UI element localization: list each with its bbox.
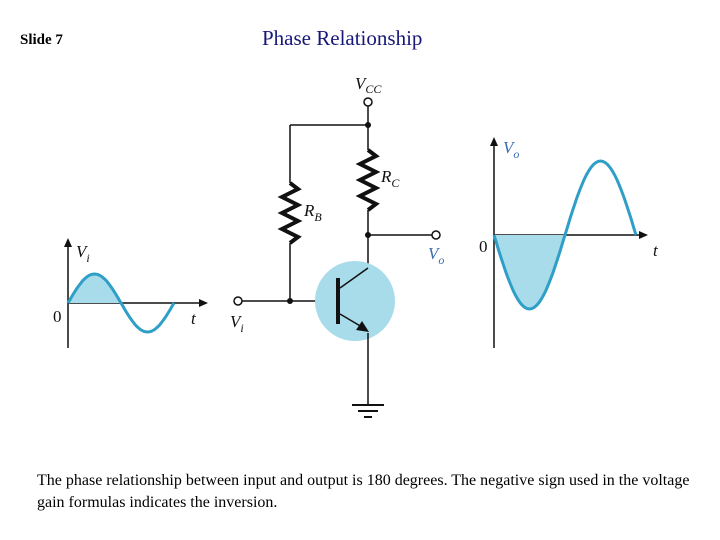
vcc-terminal (363, 97, 373, 107)
output-y-axis-arrow (490, 137, 498, 146)
output-t-label: t (653, 241, 659, 260)
output-y-label: Vo (503, 138, 519, 161)
input-t-label: t (191, 309, 197, 328)
slide-title: Phase Relationship (262, 26, 423, 50)
transistor-collector-leg (339, 267, 369, 289)
vo-terminal (431, 230, 441, 240)
output-waveform-plot: Vo 0 t (479, 137, 659, 348)
input-sine-wave (66, 272, 176, 334)
rc-label: RC (380, 167, 400, 190)
input-waveform-plot: Vi 0 t (53, 238, 208, 348)
output-origin-label: 0 (479, 237, 488, 256)
vi-terminal (233, 296, 243, 306)
rc-resistor (355, 148, 381, 212)
vcc-label: VCC (355, 74, 382, 96)
vi-terminal-label: Vi (230, 312, 244, 335)
input-t-axis-arrow (199, 299, 208, 307)
slide-number: Slide 7 (20, 32, 63, 48)
transistor-body (315, 261, 395, 341)
vo-terminal-label: Vo (428, 244, 444, 267)
ce-amplifier-circuit (233, 97, 441, 418)
input-wave-positive-fill (68, 274, 121, 303)
output-wave-negative-fill (494, 235, 565, 309)
slide-caption: The phase relationship between input and… (37, 472, 690, 511)
emitter-arrow (356, 321, 369, 332)
input-origin-label: 0 (53, 307, 62, 326)
transistor-emitter-leg (339, 313, 363, 328)
output-sine-wave (492, 159, 638, 311)
input-y-label: Vi (76, 242, 90, 265)
rb-resistor (277, 181, 303, 245)
input-y-axis-arrow (64, 238, 72, 247)
output-t-axis-arrow (639, 231, 648, 239)
rb-label: RB (303, 201, 322, 224)
